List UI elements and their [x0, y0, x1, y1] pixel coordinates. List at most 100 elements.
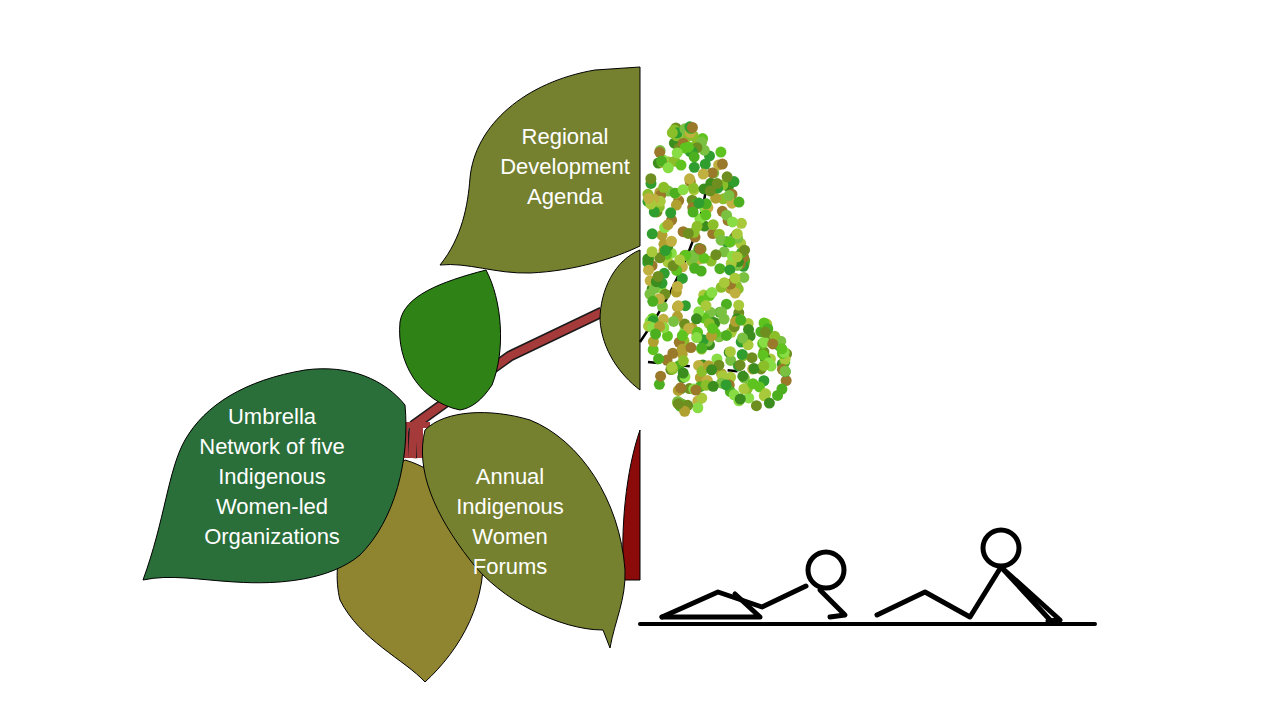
foliage-dot: [764, 398, 775, 409]
foliage-dot: [735, 360, 746, 371]
foliage-dot: [751, 400, 762, 411]
foliage-dot: [658, 182, 669, 193]
foliage-dot: [666, 362, 677, 373]
foliage-dot: [689, 162, 700, 173]
foliage-dot: [678, 355, 689, 366]
foliage-dot: [692, 221, 703, 232]
foliage-dot: [706, 287, 717, 298]
leaf-node: Umbrella Network of five Indigenous Wome…: [141, 362, 409, 586]
foliage-dot: [708, 381, 719, 392]
figure-body: [662, 586, 806, 617]
foliage-dot: [724, 237, 735, 248]
foliage-dot: [690, 385, 701, 396]
foliage-dot: [737, 333, 748, 344]
stick-figures: [640, 530, 1095, 624]
foliage-dot: [683, 142, 694, 153]
foliage-dot: [676, 160, 687, 171]
foliage-dot: [650, 329, 661, 340]
foliage-dot: [645, 173, 656, 184]
foliage-dot: [683, 228, 694, 239]
foliage-dot: [758, 360, 769, 371]
foliage-dot: [733, 197, 744, 208]
foliage-dot: [746, 352, 757, 363]
foliage-dot: [733, 300, 744, 311]
foliage-dot: [685, 342, 696, 353]
foliage-dot: [675, 382, 686, 393]
foliage-dot: [729, 273, 740, 284]
foliage-dot: [678, 184, 689, 195]
foliage-dot: [694, 244, 705, 255]
foliage-dot: [689, 151, 700, 162]
foliage-dot: [698, 169, 709, 180]
foliage-dot: [672, 147, 683, 158]
foliage-dot: [674, 254, 685, 265]
foliage-dot: [666, 236, 677, 247]
foliage-dot: [735, 315, 746, 326]
foliage-dot: [719, 277, 730, 288]
foliage-dot: [647, 228, 658, 239]
foliage-dot: [700, 209, 711, 220]
foliage-dot: [708, 219, 719, 230]
foliage-dot: [735, 394, 746, 405]
foliage-dot: [700, 159, 711, 170]
foliage-dot: [780, 366, 791, 377]
foliage-dot: [747, 378, 758, 389]
foliage-dot: [643, 265, 654, 276]
foliage-dot: [673, 398, 684, 409]
foliage-dot: [724, 190, 735, 201]
figure-arm: [1001, 567, 1060, 621]
foliage-dot: [687, 122, 698, 133]
leaf-outline: [143, 369, 406, 583]
foliage-dot: [672, 281, 683, 292]
foliage-dot: [691, 332, 702, 343]
foliage-dot: [725, 346, 736, 357]
foliage-dot: [662, 219, 673, 230]
foliage-dot: [722, 171, 733, 182]
figure-head: [808, 552, 844, 588]
foliage-dot: [707, 323, 718, 334]
figure-leg: [662, 594, 760, 617]
foliage-dot: [760, 327, 771, 338]
foliage-dot: [717, 159, 728, 170]
foliage-dot: [700, 300, 711, 311]
leaf-outline: [440, 67, 640, 273]
foliage-dot: [780, 366, 791, 377]
leaf-node: Annual Indigenous Women Forums: [415, 405, 629, 651]
foliage-dot: [715, 147, 726, 158]
foliage-dot: [647, 296, 658, 307]
leaf: [600, 250, 640, 390]
tree-branch: [640, 190, 706, 342]
foliage-dot: [721, 379, 732, 390]
foliage-dot: [678, 368, 689, 379]
foliage-dot: [692, 402, 703, 413]
foliage-dot: [737, 349, 748, 360]
foliage-dot: [668, 316, 679, 327]
foliage-dot: [647, 246, 658, 257]
foliage-dot: [719, 314, 730, 325]
foliage-dot: [693, 198, 704, 209]
foliage-dot: [714, 263, 725, 274]
foliage-dot: [688, 207, 699, 218]
leaf-label: Annual Indigenous Women Forums: [445, 462, 575, 582]
leaf: [400, 270, 501, 410]
foliage-dot: [673, 300, 684, 311]
foliage-dot: [643, 193, 654, 204]
leaf-outline: [422, 413, 625, 648]
foliage-dot: [653, 353, 664, 364]
foliage-dot: [663, 162, 674, 173]
foliage-dot: [689, 263, 700, 274]
foliage-dot: [749, 363, 760, 374]
figure-arm: [1001, 567, 1050, 620]
leaf-label: Umbrella Network of five Indigenous Wome…: [187, 402, 357, 552]
foliage-dot: [706, 364, 717, 375]
stem: [623, 430, 640, 580]
dotted-tree: [640, 121, 792, 416]
foliage-dot: [732, 251, 743, 262]
foliage-dot: [653, 271, 664, 282]
foliage-dot: [665, 207, 676, 218]
foliage-dot: [721, 330, 732, 341]
foliage-dot: [776, 343, 787, 354]
foliage-dot: [696, 342, 707, 353]
foliage-dot: [710, 249, 721, 260]
